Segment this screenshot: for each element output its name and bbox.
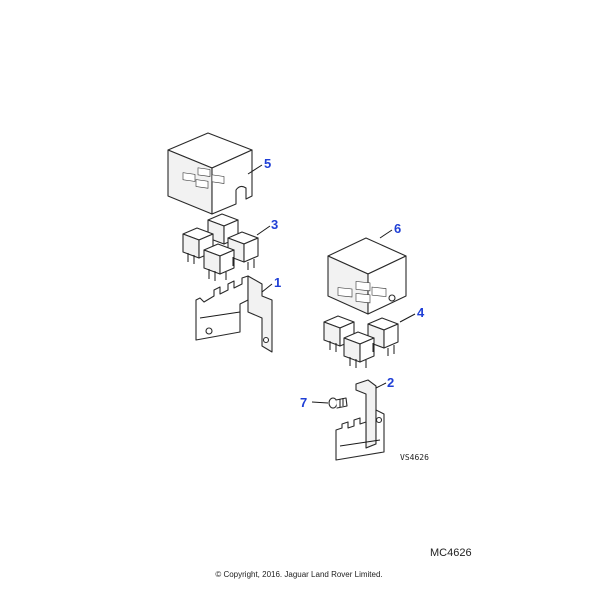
relay-cover-right [327,237,407,315]
relays-right [323,315,399,368]
bracket-right [335,379,385,461]
bracket-left [195,275,273,353]
figure-reference: MC4626 [430,547,472,559]
callout-1: 1 [274,275,281,290]
callout-6: 6 [394,221,401,236]
relay-cover-left [167,132,253,215]
copyright-notice: © Copyright, 2016. Jaguar Land Rover Lim… [215,570,382,579]
callout-4: 4 [417,305,425,320]
callout-2: 2 [387,375,394,390]
callout-5: 5 [264,156,271,171]
drawing-reference: VS4626 [400,453,429,462]
relays-left [182,213,259,281]
leader-lines [247,164,416,404]
callout-3: 3 [271,217,278,232]
callout-7: 7 [300,395,307,410]
screw [328,397,348,409]
